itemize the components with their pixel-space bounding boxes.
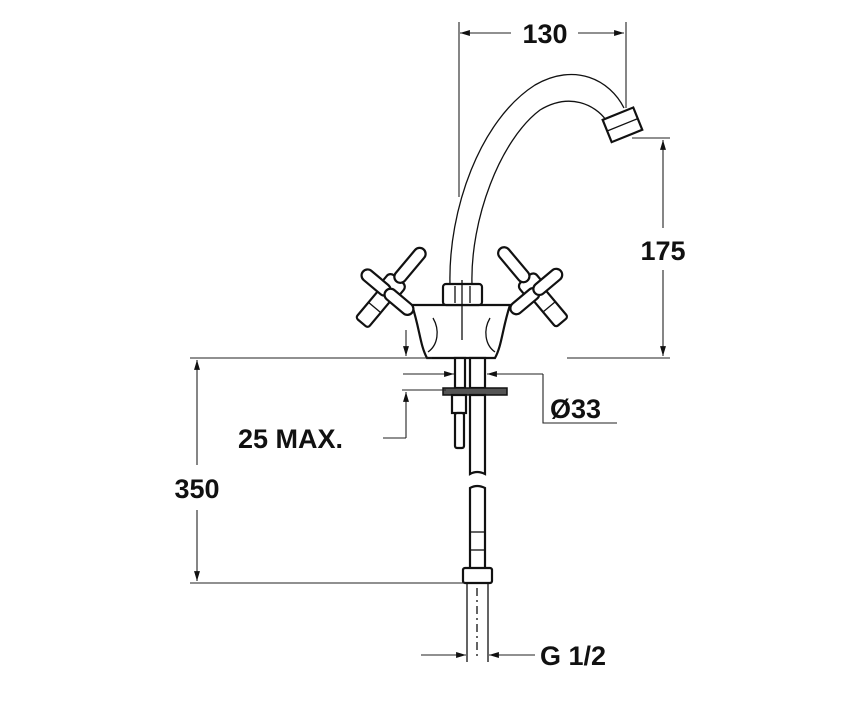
hose-nut: [461, 566, 494, 585]
aerator-nozzle: [601, 106, 644, 144]
dimension-label-25-max: 25 MAX.: [238, 424, 343, 454]
dimension-130: 130: [458, 19, 627, 197]
right-handle: [497, 246, 568, 328]
dimension-label-130: 130: [522, 19, 567, 49]
spout: [449, 74, 644, 286]
dimension-175: 175: [567, 137, 686, 359]
dimension-thread: G 1/2: [421, 641, 606, 671]
dimension-350: 350: [174, 360, 465, 584]
dimension-label-thread: G 1/2: [540, 641, 606, 671]
tap-body: [410, 280, 512, 360]
left-handle: [355, 246, 427, 328]
dimension-25-max: 25 MAX.: [238, 330, 446, 454]
dimension-diameter-33: Ø33: [403, 371, 617, 424]
under-deck-fittings: [442, 356, 508, 662]
dimension-label-350: 350: [174, 474, 219, 504]
dimension-label-175: 175: [640, 236, 685, 266]
dimension-label-diameter: Ø33: [550, 394, 601, 424]
